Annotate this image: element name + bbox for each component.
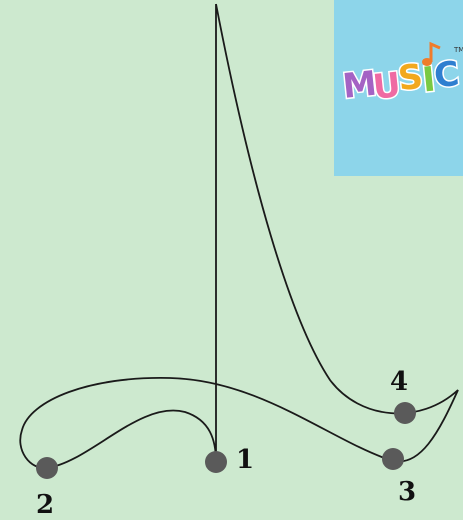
point-4-label: 4 [390,367,408,397]
point-2-dot [36,457,58,479]
point-1-label: 1 [236,445,254,475]
logo-letter-s: S [396,57,425,99]
logo-letter-u: U [371,65,403,108]
music-logo-panel: M U S I C TM [334,0,463,176]
baton-path [19,3,459,469]
point-1-dot [205,451,227,473]
music-logo: M U S I C TM [339,41,463,109]
logo-letter-c: C [432,54,461,96]
point-3-label: 3 [398,477,416,507]
music-note-icon [422,41,441,66]
logo-letter-m: M [341,64,379,107]
trademark-mark: TM [453,46,463,54]
point-3-dot [382,448,404,470]
logo-letter-i: I [421,59,438,100]
point-2-label: 2 [36,490,54,520]
point-4-dot [394,402,416,424]
